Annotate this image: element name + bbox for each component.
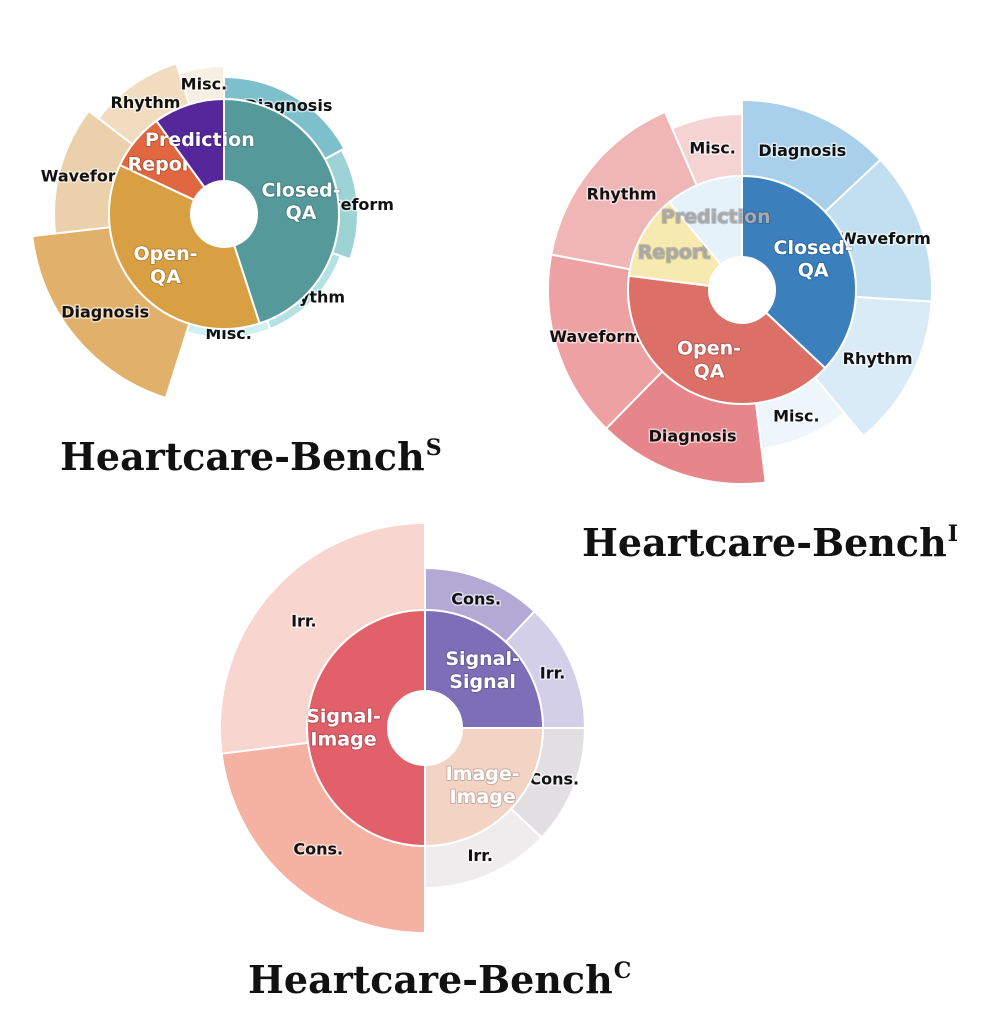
outer-segment-label: Irr. — [291, 612, 317, 631]
outer-segment-label: Cons. — [293, 840, 343, 859]
center-hole — [709, 257, 775, 323]
outer-segment-label: Rhythm — [843, 349, 913, 368]
sunburst-chart-i: DiagnosisWaveformRhythmMisc.DiagnosisWav… — [547, 98, 958, 565]
inner-segment-label: Signal-Signal — [445, 648, 520, 693]
outer-segment-label: Cons. — [529, 770, 579, 789]
outer-segment-label: Diagnosis — [61, 302, 149, 321]
sunburst-chart-c: Cons. Irr. Cons. Irr. Cons. Irr. Signal-Signal… — [219, 521, 632, 1002]
chart-title: Heartcare-Bench — [60, 434, 425, 479]
outer-segment-label: Misc. — [773, 406, 820, 425]
outer-segment-label: Waveform — [839, 229, 931, 248]
inner-segment-label: Report — [638, 242, 711, 264]
inner-segment-label: Open-QA — [677, 338, 741, 383]
outer-segment-label: Cons. — [451, 589, 501, 608]
inner-segment-label: Closed-QA — [774, 237, 853, 282]
outer-segment-label: Misc. — [181, 75, 228, 94]
outer-segment-label: Rhythm — [111, 93, 181, 112]
outer-segment-label: Rhythm — [587, 184, 657, 203]
outer-segment-label: Waveform — [549, 327, 641, 346]
inner-segment-label: Open-QA — [133, 243, 197, 288]
outer-segment-label: Irr. — [540, 663, 566, 682]
outer-segment-label: Diagnosis — [758, 141, 846, 160]
outer-segment-label: Waveform — [41, 167, 133, 186]
outer-segment-label: Irr. — [467, 846, 493, 865]
inner-segment-label: Prediction — [661, 206, 771, 228]
inner-segment-label: Image-Image — [446, 763, 520, 808]
center-hole — [388, 691, 462, 765]
center-hole — [191, 181, 257, 247]
sunburst-chart-s: DiagnosisWaveformRhythmMisc.DiagnosisWav… — [31, 62, 442, 479]
outer-segment-label: Diagnosis — [649, 426, 737, 445]
inner-segment-label: Prediction — [145, 129, 255, 151]
chart-title-superscript: C — [614, 958, 632, 984]
chart-title-superscript: S — [426, 435, 442, 461]
chart-title: Heartcare-Bench — [582, 520, 947, 565]
inner-segment-label: Signal-Image — [306, 706, 381, 751]
chart-title: Heartcare-Bench — [248, 957, 613, 1002]
inner-segment-label: Closed-QA — [261, 179, 340, 224]
chart-title-superscript: I — [948, 521, 958, 547]
outer-segment-label: Misc. — [689, 139, 736, 158]
